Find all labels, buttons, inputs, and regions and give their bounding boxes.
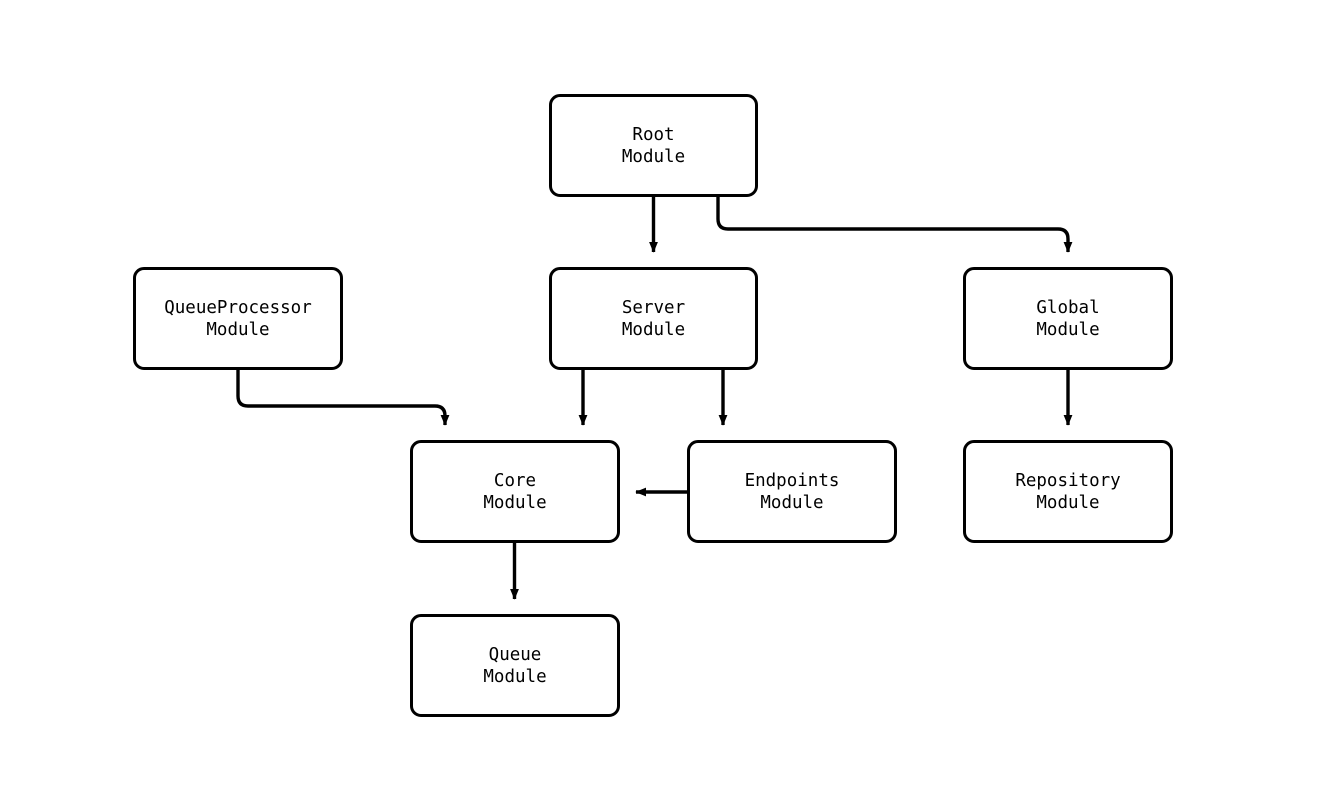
node-label: Endpoints Module [744, 470, 840, 513]
node-label: Queue Module [483, 644, 547, 687]
node-core-module[interactable]: Core Module [410, 440, 620, 543]
node-label: Server Module [621, 297, 686, 340]
node-label: Global Module [1036, 297, 1100, 340]
node-root-module[interactable]: Root Module [549, 94, 758, 197]
node-label: Core Module [483, 470, 547, 513]
edge-queueprocessor-core [236, 370, 450, 426]
node-queue-module[interactable]: Queue Module [410, 614, 620, 717]
node-endpoints-module[interactable]: Endpoints Module [687, 440, 897, 543]
node-repository-module[interactable]: Repository Module [963, 440, 1173, 543]
node-server-module[interactable]: Server Module [549, 267, 758, 370]
edge-root-global [716, 197, 1073, 253]
node-global-module[interactable]: Global Module [963, 267, 1173, 370]
node-label: Root Module [621, 124, 686, 167]
node-label: QueueProcessor Module [164, 297, 312, 340]
node-queueprocessor-module[interactable]: QueueProcessor Module [133, 267, 343, 370]
node-label: Repository Module [1015, 470, 1121, 513]
